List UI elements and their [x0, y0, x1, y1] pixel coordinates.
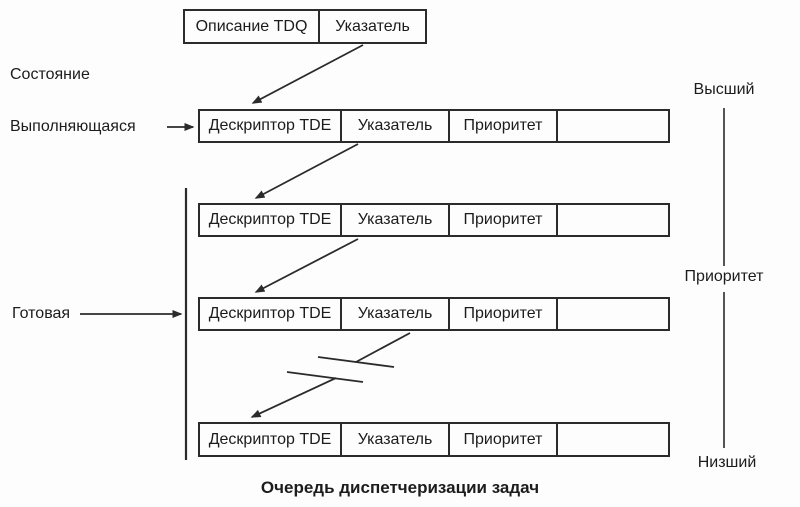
- tde-descriptor-cell: Дескриптор TDE: [208, 117, 332, 134]
- tdq-description-cell: Описание TDQ: [195, 17, 308, 35]
- state-label: Состояние: [10, 66, 90, 83]
- tde-empty-cell: [556, 424, 668, 455]
- arrow-tdq-to-tde1: [251, 44, 364, 104]
- tde-descriptor-cell: Дескриптор TDE: [208, 430, 332, 448]
- arrow-break-lower-segment: [250, 377, 337, 418]
- arrow-break-upper-segment: [355, 332, 411, 363]
- tde-row-4: Дескриптор TDE Указатель Приоритет: [198, 422, 670, 457]
- arrow-tde1-to-tde2: [254, 143, 359, 199]
- tdq-box: Описание TDQ Указатель: [183, 9, 427, 44]
- break-mark-2: [286, 371, 364, 383]
- tde-pointer-cell: Указатель: [340, 424, 448, 455]
- break-mark-1: [317, 356, 395, 368]
- tdq-pointer-cell: Указатель: [318, 11, 425, 42]
- tde-priority-cell: Приоритет: [448, 205, 556, 235]
- running-state-label: Выполняющаяся: [10, 118, 136, 135]
- tde-empty-cell: [556, 111, 668, 141]
- tde-priority-cell: Приоритет: [448, 299, 556, 329]
- tde-descriptor-cell: Дескриптор TDE: [208, 211, 332, 228]
- tde-priority-cell: Приоритет: [448, 111, 556, 141]
- tde-priority-cell: Приоритет: [448, 424, 556, 455]
- diagram-caption: Очередь диспетчеризации задач: [260, 478, 540, 497]
- tde-descriptor-cell: Дескриптор TDE: [208, 305, 332, 322]
- tde-row-1: Дескриптор TDE Указатель Приоритет: [198, 109, 670, 143]
- tde-pointer-cell: Указатель: [340, 111, 448, 141]
- priority-label: Приоритет: [684, 268, 764, 285]
- priority-lowest-label: Низший: [697, 454, 757, 471]
- tde-pointer-cell: Указатель: [340, 205, 448, 235]
- arrow-tde2-to-tde3: [254, 238, 359, 293]
- tde-empty-cell: [556, 205, 668, 235]
- priority-highest-label: Высший: [693, 81, 755, 98]
- tde-empty-cell: [556, 299, 668, 329]
- tde-row-2: Дескриптор TDE Указатель Приоритет: [198, 203, 670, 237]
- tde-pointer-cell: Указатель: [340, 299, 448, 329]
- ready-state-label: Готовая: [12, 305, 71, 322]
- tde-row-3: Дескриптор TDE Указатель Приоритет: [198, 297, 670, 331]
